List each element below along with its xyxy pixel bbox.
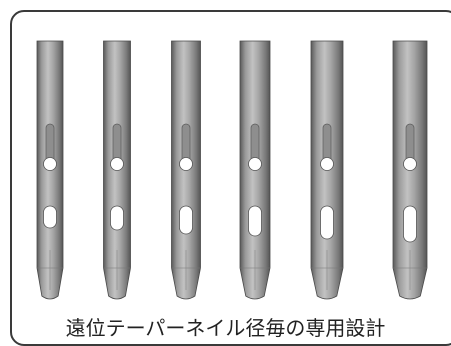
caption: 遠位テーパーネイル径毎の専用設計 [65,316,386,340]
nail-3 [171,40,201,300]
nail-6 [392,40,428,300]
nail-2 [103,40,131,300]
nail-5 [310,40,344,300]
nail-4 [239,40,271,300]
nail-1 [36,40,64,300]
figure-frame [10,10,451,346]
